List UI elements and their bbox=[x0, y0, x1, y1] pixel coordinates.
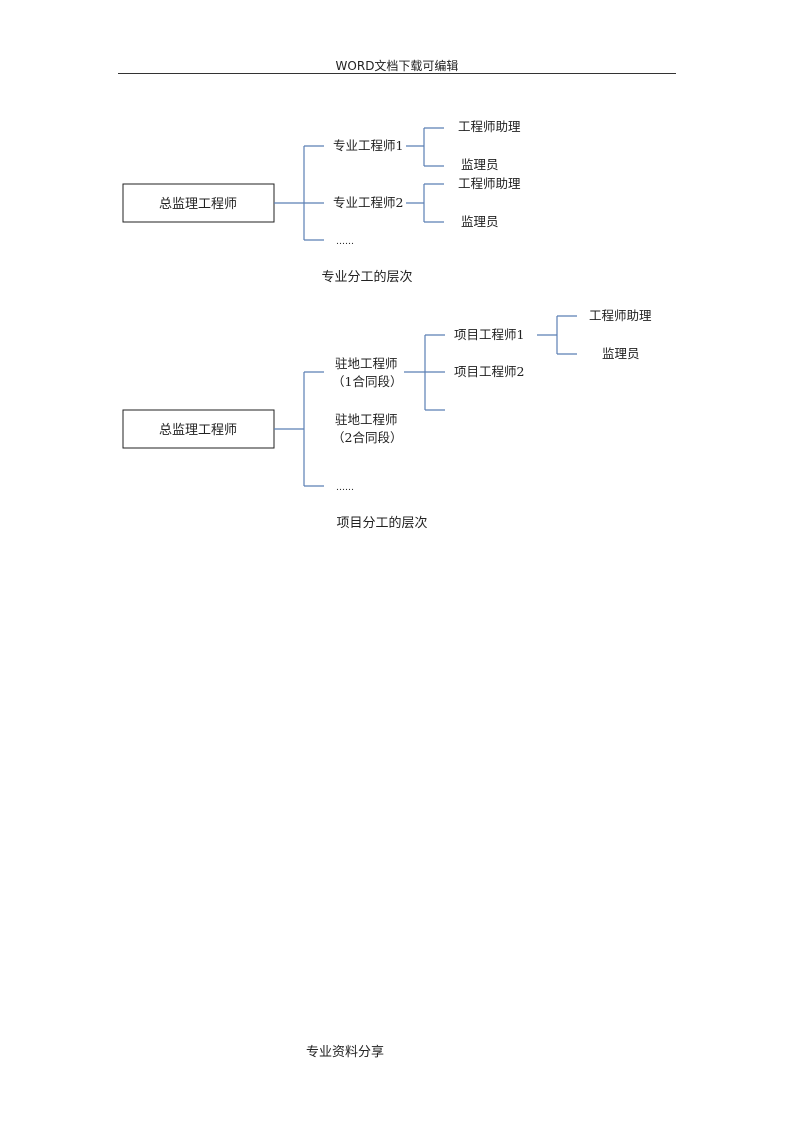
node-label: （2合同段） bbox=[332, 430, 402, 445]
ellipsis-label: …… bbox=[336, 237, 354, 247]
node-label: 监理员 bbox=[602, 346, 640, 361]
node-label: 专业工程师2 bbox=[333, 195, 403, 210]
diagram-project: 总监理工程师 驻地工程师 （1合同段） 驻地工程师 （2合同段） …… bbox=[122, 308, 652, 531]
node-label: 监理员 bbox=[461, 157, 499, 172]
node-label: 驻地工程师 bbox=[335, 356, 398, 371]
diagram-caption: 专业分工的层次 bbox=[321, 269, 412, 285]
ellipsis-label: …… bbox=[336, 483, 354, 493]
header-rule bbox=[118, 73, 676, 74]
root-label: 总监理工程师 bbox=[159, 197, 237, 212]
diagram-specialty: 总监理工程师 专业工程师1 工程师助理 监理员 专业工程师2 工程师助理 bbox=[122, 119, 521, 285]
node-label: （1合同段） bbox=[332, 374, 402, 389]
root-box bbox=[122, 183, 275, 223]
node-label: 工程师助理 bbox=[458, 119, 521, 134]
connectors bbox=[274, 127, 444, 241]
node-label: 工程师助理 bbox=[458, 176, 521, 191]
node-label: 工程师助理 bbox=[589, 308, 652, 323]
node-label: 项目工程师2 bbox=[454, 364, 524, 379]
node-label: 监理员 bbox=[461, 214, 499, 229]
diagram-caption: 项目分工的层次 bbox=[336, 515, 427, 531]
page-footer: 专业资料分享 bbox=[306, 1045, 385, 1060]
node-label: 项目工程师1 bbox=[454, 327, 524, 342]
root-label: 总监理工程师 bbox=[159, 423, 237, 438]
node-label: 驻地工程师 bbox=[335, 412, 398, 427]
page-header: WORD文档下载可编辑 bbox=[335, 59, 459, 73]
node-label: 专业工程师1 bbox=[333, 138, 403, 153]
connectors bbox=[274, 315, 577, 487]
